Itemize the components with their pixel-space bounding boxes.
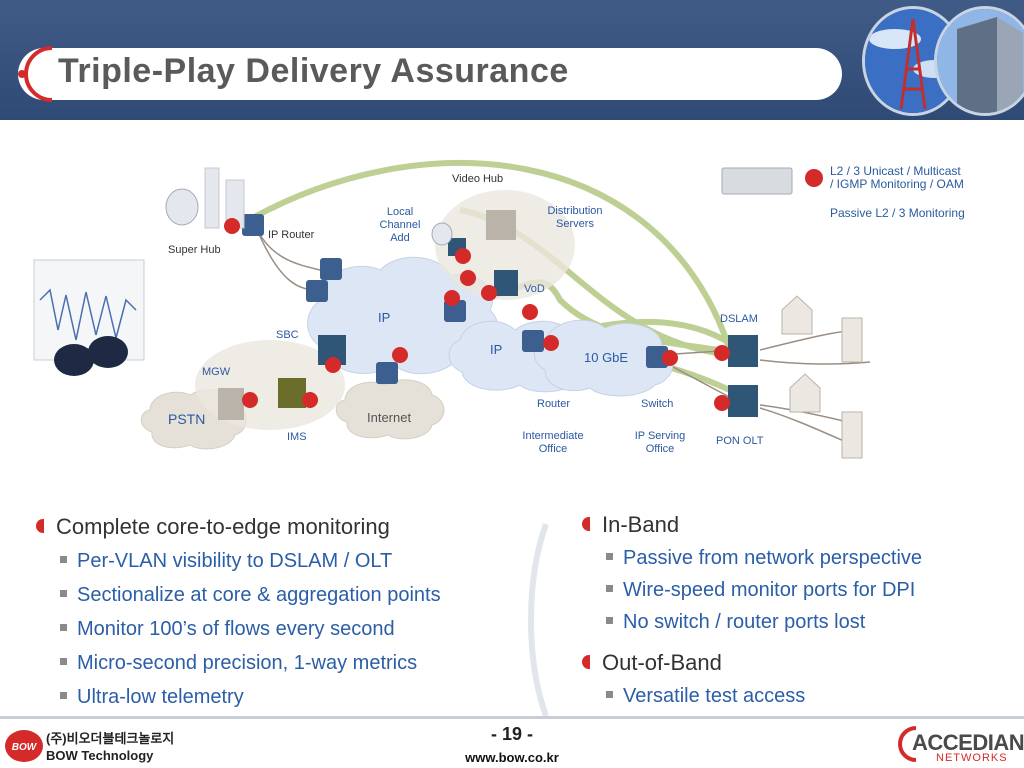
website-link[interactable]: www.bow.co.kr bbox=[465, 750, 559, 765]
out-band-heading: Out-of-Band bbox=[582, 646, 922, 680]
bow-company-name: (주)비오더블테크놀로지 BOW Technology bbox=[46, 731, 175, 763]
page-number: - 19 - bbox=[490, 724, 533, 744]
label-sbc: SBC bbox=[276, 329, 299, 341]
label-ims: IMS bbox=[287, 431, 307, 443]
server-nodes bbox=[218, 210, 758, 420]
left-bullet-list: Complete core-to-edge monitoring Per-VLA… bbox=[36, 510, 441, 714]
legend-inline-monitoring: L2 / 3 Unicast / Multicast / IGMP Monito… bbox=[830, 164, 964, 191]
footer-divider bbox=[0, 716, 1024, 719]
label-router: Router bbox=[537, 398, 571, 410]
label-local-channel-add: Local Channel Add bbox=[379, 206, 421, 244]
label-distribution-servers: Distribution Servers bbox=[547, 205, 603, 230]
label-10gbe: 10 GbE bbox=[584, 350, 629, 365]
slide-title: Triple-Play Delivery Assurance bbox=[58, 52, 569, 90]
label-super-hub: Super Hub bbox=[168, 244, 221, 256]
accedian-logo-sub: NETWORKS bbox=[936, 752, 1008, 764]
label-pon-olt: PON OLT bbox=[716, 435, 764, 447]
label-ip-core: IP bbox=[378, 310, 391, 325]
label-ip-serving-office: IP Serving Office bbox=[634, 430, 686, 455]
monitoring-device bbox=[721, 167, 793, 195]
network-diagram bbox=[33, 160, 871, 459]
label-ip-router: IP Router bbox=[268, 229, 315, 241]
list-item: Passive from network perspective bbox=[582, 542, 922, 574]
in-band-heading: In-Band bbox=[582, 508, 922, 542]
label-video-hub: Video Hub bbox=[452, 173, 504, 185]
list-item: No switch / router ports lost bbox=[582, 606, 922, 638]
accedian-logo-icon bbox=[898, 726, 917, 762]
list-item: Wire-speed monitor ports for DPI bbox=[582, 574, 922, 606]
accedian-logo-text: ACCEDIAN bbox=[912, 730, 1024, 755]
list-item: Sectionalize at core & aggregation point… bbox=[36, 578, 441, 612]
label-intermediate-office: Intermediate Office bbox=[522, 430, 584, 455]
list-item: Micro-second precision, 1-way metrics bbox=[36, 646, 441, 680]
label-internet: Internet bbox=[367, 410, 412, 425]
customer-premises bbox=[781, 295, 863, 459]
title-bar bbox=[18, 48, 842, 100]
label-vod: VoD bbox=[524, 283, 545, 295]
monitoring-points bbox=[224, 169, 823, 411]
right-bullet-list: In-Band Passive from network perspective… bbox=[582, 508, 922, 712]
list-item: Versatile test access bbox=[582, 680, 922, 712]
left-list-heading: Complete core-to-edge monitoring bbox=[36, 510, 441, 544]
red-bullet-icon bbox=[582, 655, 590, 670]
router-nodes bbox=[242, 214, 668, 384]
red-bullet-icon bbox=[36, 519, 44, 534]
label-switch: Switch bbox=[641, 398, 674, 410]
list-item: Ultra-low telemetry bbox=[36, 680, 441, 714]
bow-logo-icon: BOW bbox=[5, 730, 43, 762]
label-pstn: PSTN bbox=[168, 411, 206, 427]
list-item: Monitor 100’s of flows every second bbox=[36, 612, 441, 646]
label-mgw: MGW bbox=[202, 366, 231, 378]
monitoring-chart-thumbnail bbox=[33, 259, 145, 361]
red-bullet-icon bbox=[582, 517, 590, 532]
ip-clouds bbox=[307, 256, 674, 397]
building-photo bbox=[934, 6, 1024, 116]
legend-passive-monitoring: Passive L2 / 3 Monitoring bbox=[830, 206, 965, 220]
binoculars-icon bbox=[54, 336, 128, 376]
local-dish-icon bbox=[431, 222, 453, 246]
list-item: Per-VLAN visibility to DSLAM / OLT bbox=[36, 544, 441, 578]
label-ip-metro: IP bbox=[490, 342, 503, 357]
label-dslam: DSLAM bbox=[720, 313, 758, 325]
column-divider bbox=[528, 522, 549, 718]
title-swoosh-icon bbox=[18, 46, 53, 102]
svg-text:BOW: BOW bbox=[12, 742, 38, 753]
satellite-dish-icon bbox=[165, 167, 245, 229]
